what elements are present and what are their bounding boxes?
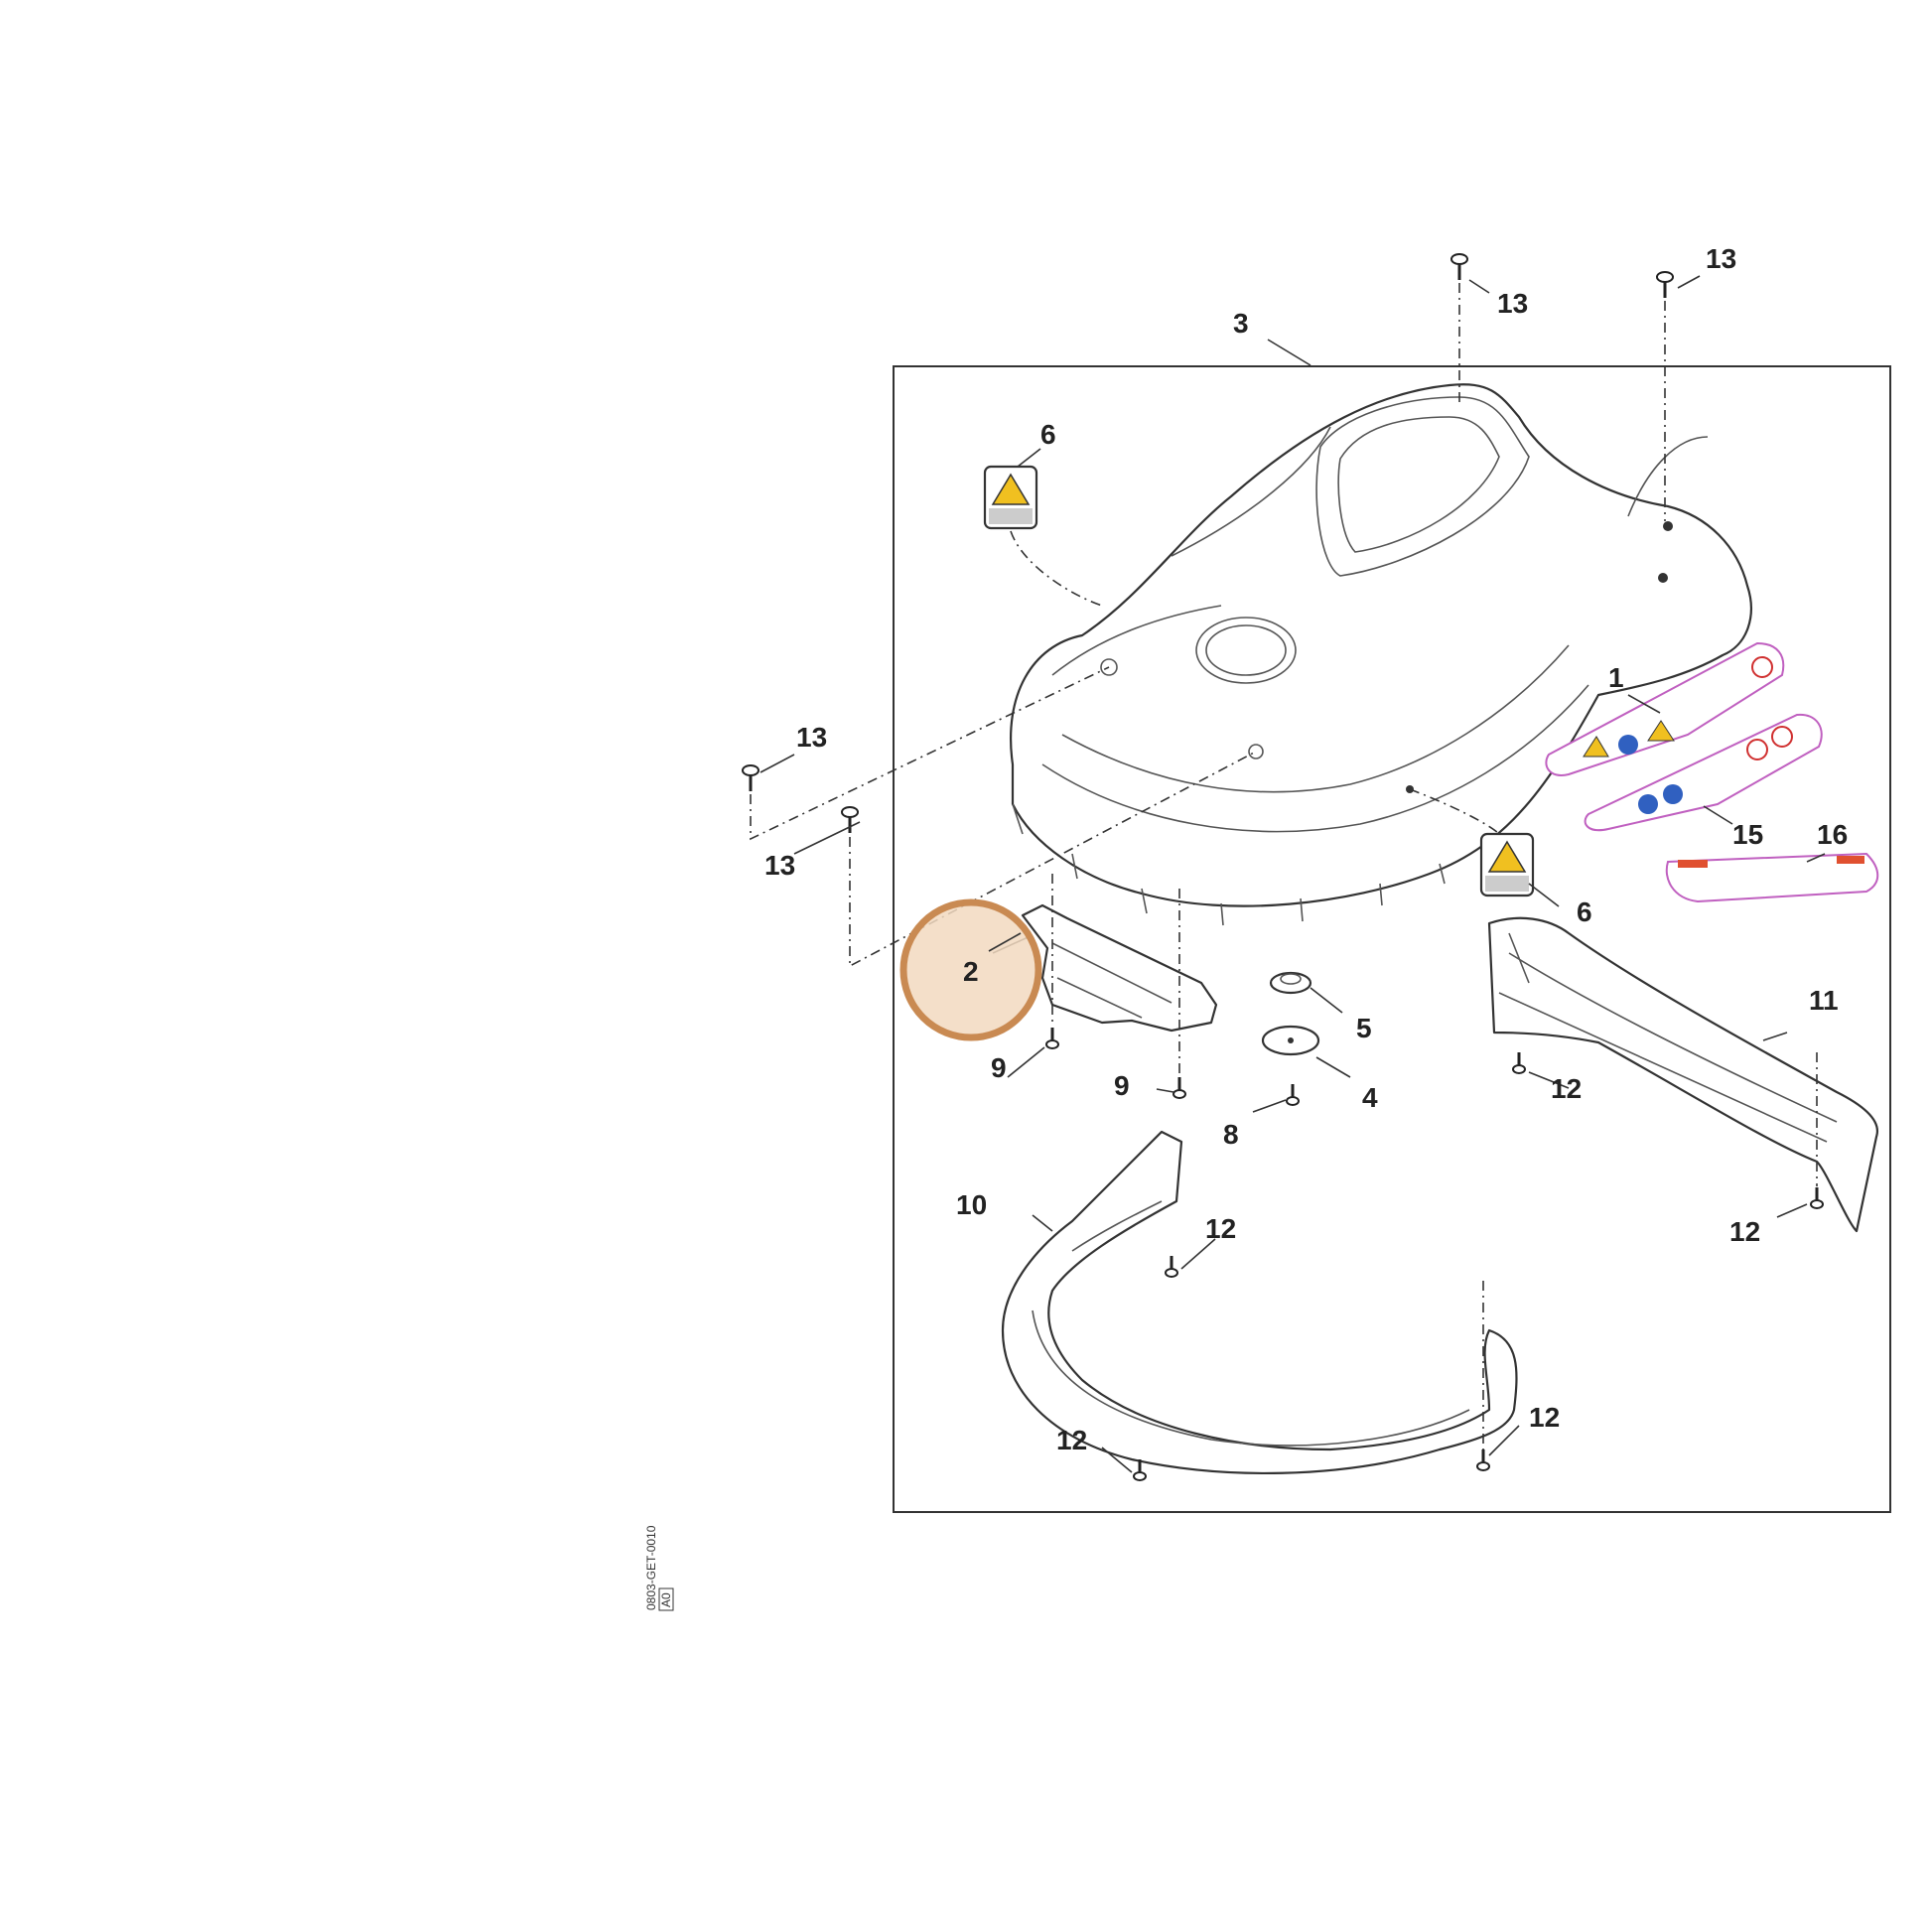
callout-2[interactable]: 2 (963, 956, 979, 987)
callout-3[interactable]: 3 (1233, 308, 1249, 339)
screw-12-rear-right[interactable] (1810, 1187, 1824, 1209)
callout-12-front-top[interactable]: 12 (1205, 1213, 1236, 1244)
screw-12-front-left[interactable] (1133, 1459, 1147, 1481)
callout-10[interactable]: 10 (956, 1189, 987, 1220)
drawing-code: 0803-GET-0010 A0 (644, 1525, 674, 1611)
part-11-bumper-rear[interactable] (1487, 916, 1879, 1233)
callout-5[interactable]: 5 (1356, 1013, 1372, 1043)
callout-1[interactable]: 1 (1608, 662, 1624, 693)
screw-12-front-right[interactable] (1476, 1449, 1490, 1471)
callout-12-front-left[interactable]: 12 (1056, 1425, 1087, 1455)
part-2-bracket[interactable] (1021, 903, 1218, 1033)
part-10-bumper-front[interactable] (1001, 1130, 1518, 1475)
drawing-code-sub: A0 (659, 1592, 673, 1607)
screw-13-left-upper[interactable] (742, 764, 759, 791)
callout-16[interactable]: 16 (1817, 819, 1848, 850)
callout-6-upper[interactable]: 6 (1040, 419, 1056, 450)
callout-12-front-right[interactable]: 12 (1529, 1402, 1560, 1433)
callout-15[interactable]: 15 (1732, 819, 1763, 850)
assembly-frame (893, 365, 1891, 1513)
part-1-decal[interactable] (1545, 641, 1785, 776)
screw-9-left[interactable] (1045, 1028, 1059, 1049)
part-3-housing[interactable] (1010, 383, 1752, 926)
part-5-grommet[interactable] (1269, 971, 1312, 995)
screw-13-top-right[interactable] (1656, 271, 1674, 298)
callout-13-left-upper[interactable]: 13 (796, 722, 827, 753)
callout-9-left[interactable]: 9 (991, 1052, 1007, 1083)
screw-12-front-top[interactable] (1165, 1256, 1178, 1278)
drawing-code-main: 0803-GET-0010 (644, 1525, 658, 1610)
highlight-circle (899, 898, 1042, 1041)
callout-9-right[interactable]: 9 (1114, 1070, 1130, 1101)
part-16-decal[interactable] (1665, 852, 1879, 903)
callout-6-lower[interactable]: 6 (1577, 897, 1592, 927)
part-15-decal[interactable] (1584, 713, 1823, 832)
part-6-label-lower[interactable] (1479, 832, 1535, 897)
screw-13-left-lower[interactable] (841, 806, 859, 833)
part-4-disc[interactable] (1261, 1025, 1320, 1056)
callout-4[interactable]: 4 (1362, 1082, 1378, 1113)
callout-8[interactable]: 8 (1223, 1119, 1239, 1150)
callout-12-rear-right[interactable]: 12 (1729, 1216, 1760, 1247)
part-6-label-upper[interactable] (983, 465, 1038, 530)
screw-9-right[interactable] (1173, 1077, 1186, 1099)
callout-11[interactable]: 11 (1809, 985, 1839, 1016)
screw-12-rear-left[interactable] (1512, 1052, 1526, 1074)
callout-13-left-lower[interactable]: 13 (764, 850, 795, 881)
callout-13-top-right[interactable]: 13 (1706, 243, 1736, 274)
callout-12-rear-left[interactable]: 12 (1551, 1073, 1582, 1104)
screw-8[interactable] (1286, 1084, 1300, 1106)
callout-13-top-center[interactable]: 13 (1497, 288, 1528, 319)
screw-13-top-center[interactable] (1450, 253, 1468, 280)
